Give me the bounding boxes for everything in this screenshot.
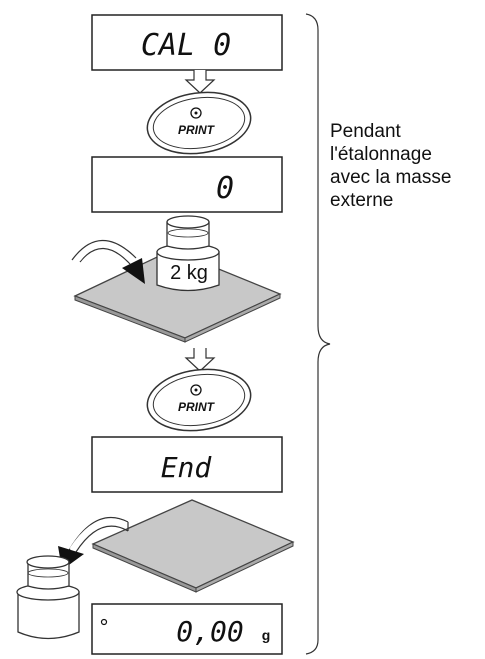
stable-indicator-icon: [100, 618, 108, 626]
display-result-unit: g: [262, 627, 271, 643]
display-cal-text: CAL 0: [141, 28, 231, 63]
display-result: 0,00 g: [91, 603, 283, 655]
curved-arrow-place-icon: [71, 239, 145, 284]
side-note: Pendant l'étalonnage avec la masse exter…: [330, 120, 480, 212]
print-button-2-label: PRINT: [178, 400, 216, 414]
weight-2kg: 2 kg: [156, 215, 220, 292]
weighing-pan-1: [73, 249, 282, 343]
side-note-line-3: avec la masse: [330, 167, 452, 188]
weighing-pan-2: [91, 499, 295, 593]
brace: [305, 13, 331, 655]
down-arrow-icon: [184, 348, 216, 372]
side-note-line-4: externe: [330, 190, 394, 211]
display-end: End: [91, 436, 283, 493]
display-result-value: 0,00: [176, 615, 243, 648]
weight-label: 2 kg: [170, 262, 208, 284]
print-button-1[interactable]: PRINT: [143, 86, 254, 160]
down-arrow-icon: [184, 70, 216, 94]
print-button-1-label: PRINT: [178, 123, 216, 137]
display-cal: CAL 0: [91, 14, 283, 71]
display-end-text: End: [161, 451, 213, 484]
side-note-line-1: Pendant: [330, 121, 401, 142]
print-button-2[interactable]: PRINT: [143, 363, 254, 437]
display-zero-text: 0: [216, 171, 234, 206]
side-note-line-2: l'étalonnage: [330, 144, 432, 165]
print-icon: [190, 384, 202, 396]
removed-weight: [16, 555, 80, 640]
print-icon: [190, 107, 202, 119]
display-zero: 0: [91, 156, 283, 213]
